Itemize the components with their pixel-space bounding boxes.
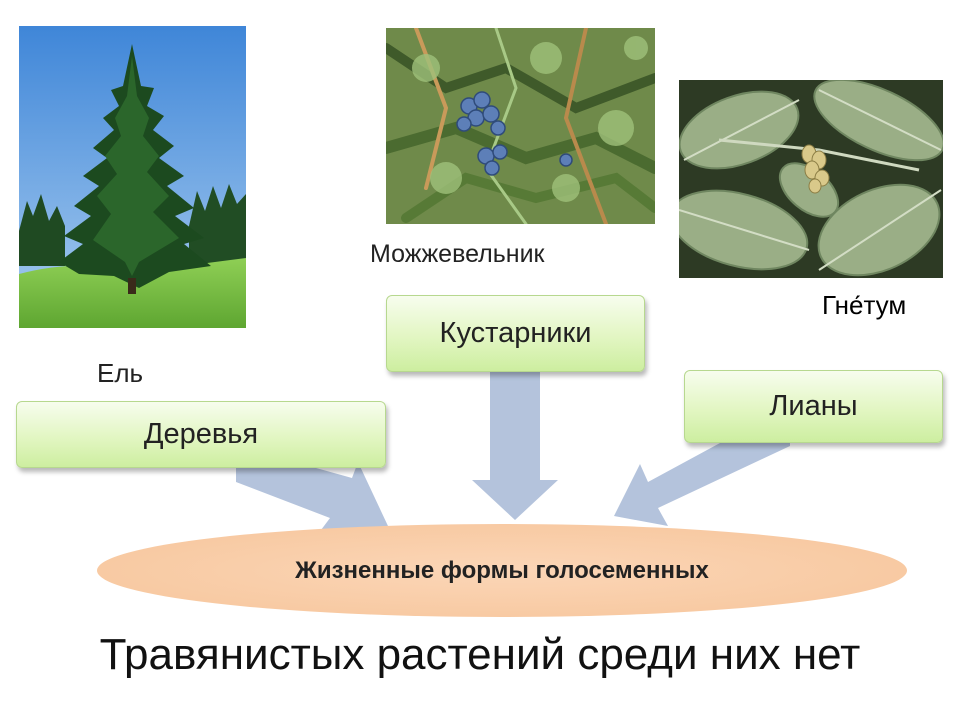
arrow-trees [236,462,388,534]
spruce-caption: Ель [97,358,144,388]
category-box-vines: Лианы [684,370,943,443]
arrow-shrubs [472,372,558,520]
category-label-trees: Деревья [143,418,259,450]
gnetum-leaves-icon [679,80,943,278]
category-box-trees: Деревья [16,401,386,468]
central-label: Жизненные формы голосеменных [295,556,709,584]
juniper-photo [386,28,655,224]
category-label-shrubs: Кустарники [439,317,592,349]
arrow-vines [614,443,790,526]
footer-statement: Травянистых растений среди них нет [99,630,861,679]
category-label-vines: Лианы [769,390,858,422]
juniper-caption: Можжевельник [370,240,545,268]
juniper-berries-icon [386,28,655,224]
category-box-shrubs: Кустарники [386,295,645,372]
gnetum-photo [679,80,943,278]
gnetum-caption: Гне́тум [822,290,907,320]
central-ellipse: Жизненные формы голосеменных [97,524,907,617]
spruce-tree-icon [19,26,246,328]
spruce-photo [19,26,246,328]
